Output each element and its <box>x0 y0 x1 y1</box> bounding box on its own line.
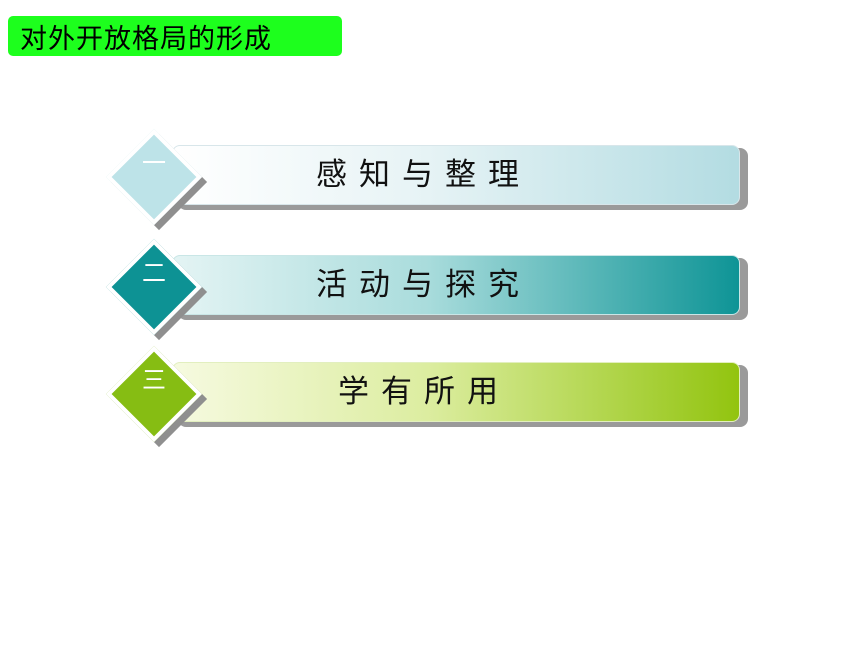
menu-item-2[interactable]: 活动与探究 二 <box>0 228 860 341</box>
bar[interactable] <box>172 362 740 422</box>
bar[interactable] <box>172 255 740 315</box>
menu-item-number: 一 <box>142 149 166 177</box>
menu-item-3[interactable]: 学有所用 三 <box>0 335 860 448</box>
menu-item-label: 活动与探究 <box>316 267 531 303</box>
menu-item-number: 二 <box>142 259 166 287</box>
menu-item-1[interactable]: 感知与整理 一 <box>0 118 860 231</box>
menu-item-label: 学有所用 <box>338 374 510 410</box>
menu-item-label: 感知与整理 <box>316 157 531 193</box>
bar[interactable] <box>172 145 740 205</box>
menu-item-number: 三 <box>142 366 166 394</box>
page-title: 对外开放格局的形成 <box>8 16 342 56</box>
